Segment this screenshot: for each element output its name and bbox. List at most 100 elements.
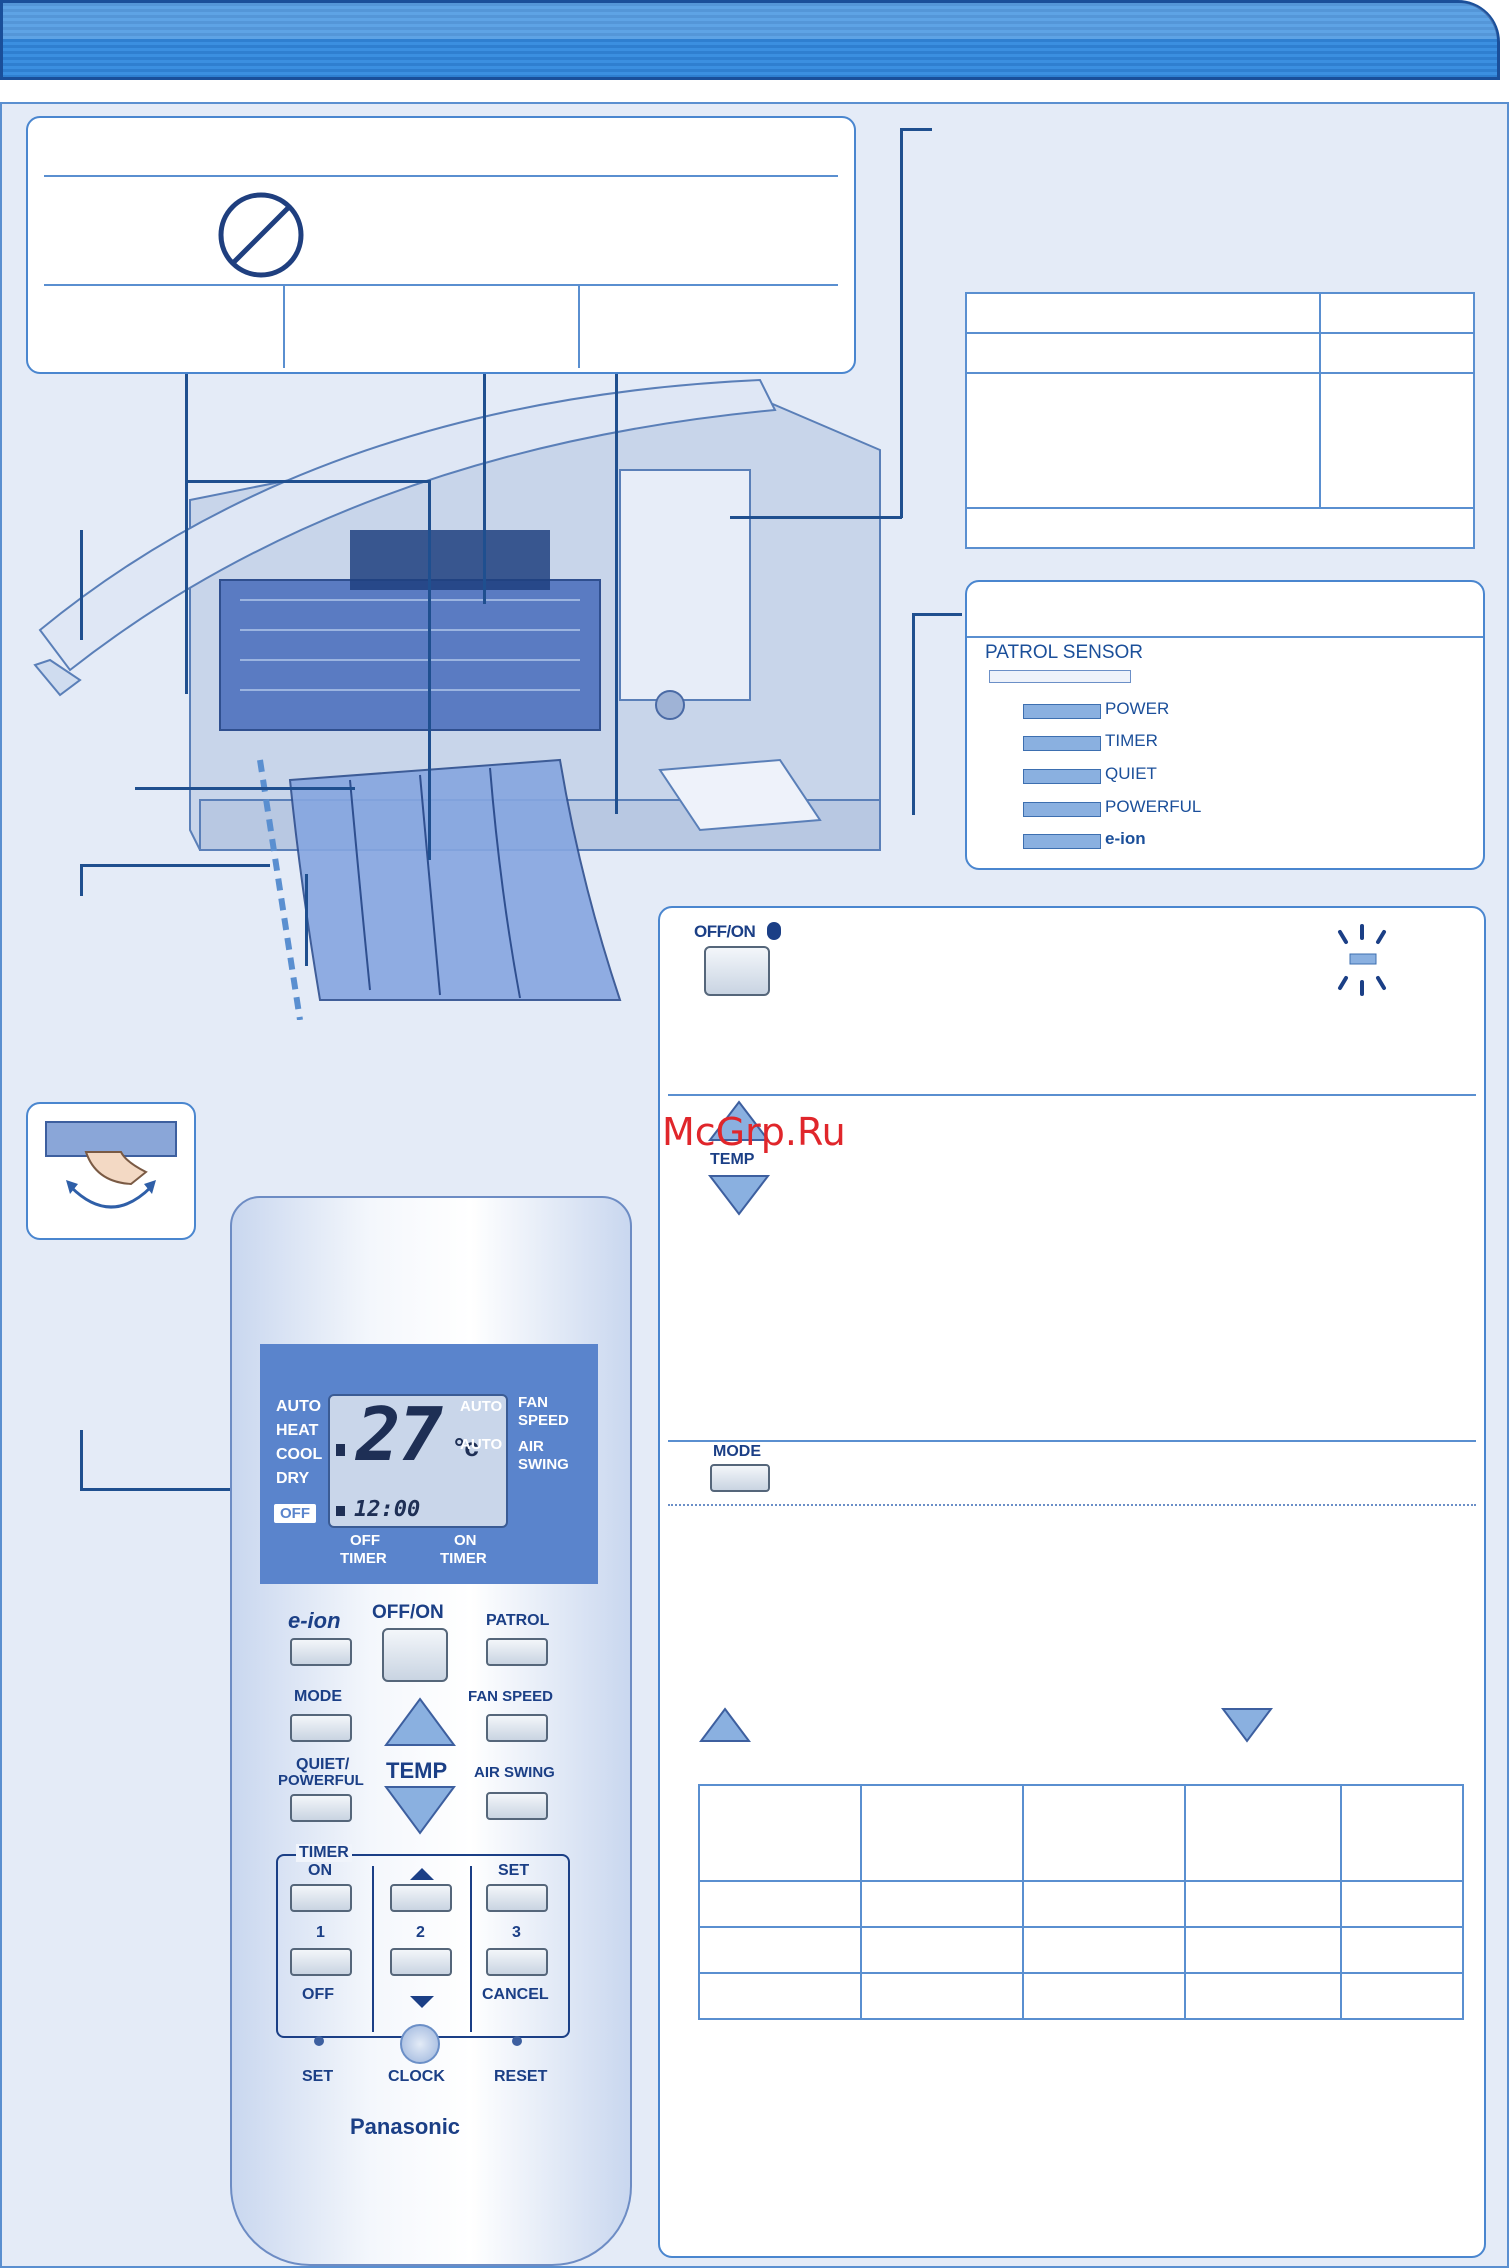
table-cell [698,1880,862,1928]
dotted-divider [668,1504,1476,1506]
table-cell [965,372,1321,509]
callout-line [305,874,308,966]
eion-label: e-ion [1105,829,1146,848]
divider [668,1094,1476,1096]
callout-line [428,480,431,860]
mode-table [698,1784,1464,2020]
temp-down-button[interactable] [706,1172,772,1218]
timer-off-button[interactable] [290,1948,352,1976]
hand-icon [45,1121,177,1209]
callout-line [80,1430,83,1490]
swing-auto: AUTO [460,1436,503,1453]
blinking-lamp-icon [1338,924,1386,996]
remote-temp-up-button[interactable] [382,1696,458,1748]
powerful-label: POWERFUL [1105,797,1202,816]
indicator-panel: PATROL SENSOR POWER TIMER QUIET POWERFUL… [965,580,1485,870]
remote-offon-button[interactable] [382,1628,448,1682]
set-pinhole-button[interactable] [314,2036,324,2046]
selector-marker [336,1506,345,1516]
air-swing-button[interactable] [486,1792,548,1820]
clock-button[interactable] [400,2024,440,2064]
mode-heat: HEAT [276,1422,319,1439]
patrol-button[interactable] [486,1638,548,1666]
quiet-powerful-button[interactable] [290,1794,352,1822]
fan-speed-button[interactable] [486,1714,548,1742]
fan-label: FAN [518,1394,548,1411]
callout-line [80,1488,360,1491]
timer-divider [470,1866,472,2032]
timer-lamp [1023,736,1101,751]
patrol-sensor-bar [989,670,1131,683]
timer-label: TIMER [1105,731,1158,750]
no-entry-icon [218,192,304,278]
up-arrow-icon [699,1707,751,1742]
timer-off-label: OFF [302,1986,334,2003]
timer-3-label: 3 [512,1924,521,1941]
mode-button[interactable] [710,1464,770,1492]
timer-up-arrow-icon [410,1868,434,1880]
quiet-lamp [1023,769,1101,784]
callout-line [185,480,430,483]
mode-label: MODE [713,1443,761,1460]
timer-up-button[interactable] [390,1884,452,1912]
on-timer-2: TIMER [440,1550,487,1567]
offon-remote-label: OFF/ON [372,1602,444,1623]
callout-line [135,787,355,790]
table-cell [860,1926,1024,1974]
table-cell [1022,1784,1186,1882]
temperature-unit: °c [454,1432,479,1462]
callout-line [483,374,486,604]
table-cell [1022,1972,1186,2020]
table-cell [965,332,1321,374]
watermark: McGrp.Ru [662,1110,846,1154]
timer-2-label: 2 [416,1924,425,1941]
table-cell [965,292,1321,334]
mode-auto: AUTO [276,1398,322,1415]
air-label: AIR [518,1438,544,1455]
warning-box [26,116,856,374]
reset-pinhole-button[interactable] [512,2036,522,2046]
fan-speed-label: FAN SPEED [468,1688,554,1705]
mode-dry: DRY [276,1470,310,1487]
remote-mode-label: MODE [294,1688,342,1705]
off-timer-1: OFF [350,1532,380,1549]
timer-down-arrow-icon [410,1996,434,2008]
callout-line [730,516,902,519]
fan-auto: AUTO [460,1398,503,1415]
table-cell [1184,1784,1342,1882]
timer-down-button[interactable] [390,1948,452,1976]
timer-set-label: SET [498,1862,530,1879]
patrol-label: PATROL [486,1612,550,1629]
callout-line [80,866,83,896]
mode-cool: COOL [276,1446,323,1463]
table-cell [965,507,1475,549]
table-cell [860,1972,1024,2020]
speed-label: SPEED [518,1412,569,1429]
header-band [0,0,1500,80]
eion-label: e-ion [288,1608,341,1633]
temp-up-button[interactable] [706,1098,772,1144]
quiet-label: QUIET [1105,764,1157,783]
patrol-sensor-label: PATROL SENSOR [985,642,1144,663]
timer-cancel-button[interactable] [486,1948,548,1976]
eion-button[interactable] [290,1638,352,1666]
timer-set-button[interactable] [486,1884,548,1912]
table-cell [698,1784,862,1882]
set-label: SET [302,2068,334,2085]
remote-mode-button[interactable] [290,1714,352,1742]
off-timer-2: TIMER [340,1550,387,1567]
table-cell [1319,372,1475,509]
remote-temp-down-button[interactable] [382,1784,458,1836]
operation-panel [658,906,1486,2258]
table-cell [698,1926,862,1974]
divider [668,1440,1476,1442]
table-cell [1022,1880,1186,1928]
table-cell [1340,1880,1464,1928]
timer-on-button[interactable] [290,1884,352,1912]
table-cell [860,1784,1024,1882]
timer-1-label: 1 [316,1924,325,1941]
offon-button[interactable] [704,946,770,996]
remote-temp-label: TEMP [386,1758,448,1783]
table-cell [1340,1784,1464,1882]
spec-table [965,292,1475,549]
